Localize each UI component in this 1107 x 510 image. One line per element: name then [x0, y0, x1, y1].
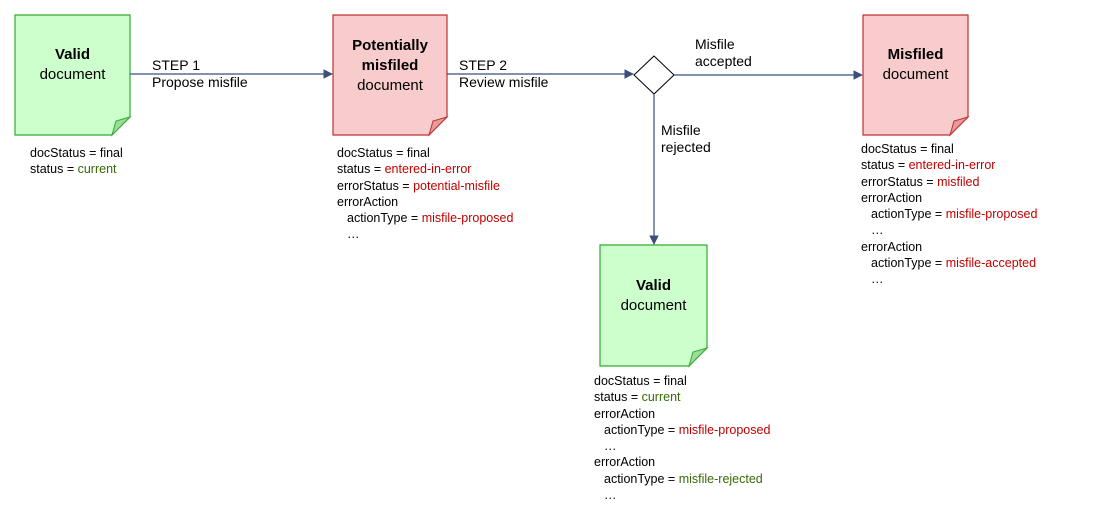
attr-value: misfile-rejected: [678, 471, 763, 486]
attr-value: current: [641, 390, 681, 405]
valid-end-title: Valid document: [600, 276, 707, 316]
attr-value: misfile-proposed: [678, 422, 771, 437]
attr-line: actionType = misfile-proposed: [594, 422, 770, 438]
attr-key: errorStatus =: [337, 178, 414, 193]
attr-value: potential-misfile: [413, 178, 500, 193]
valid-end-document-fold: [687, 346, 709, 368]
attr-line: status = current: [594, 389, 770, 405]
attr-value: final: [99, 146, 123, 160]
accepted-label-1: Misfile: [695, 36, 735, 52]
attr-ellipsis: …: [871, 272, 884, 287]
valid-end-title-rest: document: [620, 297, 687, 314]
attr-key: docStatus =: [337, 146, 407, 160]
attr-key: actionType =: [604, 422, 679, 437]
attr-ellipsis: …: [347, 227, 360, 242]
attr-key: status =: [337, 162, 385, 177]
attr-value: misfile-accepted: [945, 256, 1037, 271]
attr-value: entered-in-error: [908, 158, 996, 173]
potential-document-fold: [427, 115, 449, 137]
attr-line: errorAction: [594, 455, 656, 470]
misfiled-title-bold: Misfiled: [887, 46, 944, 63]
rejected-label: Misfile rejected: [661, 122, 711, 156]
attr-ellipsis: …: [604, 439, 617, 454]
attr-value: misfile-proposed: [421, 211, 514, 226]
step2-label-1: STEP 2: [459, 57, 507, 73]
attr-key: actionType =: [871, 207, 946, 222]
attr-line: errorAction: [861, 239, 923, 254]
rejected-label-1: Misfile: [661, 122, 701, 138]
step2-label: STEP 2 Review misfile: [459, 57, 548, 91]
step2-label-2: Review misfile: [459, 74, 549, 90]
misfiled-attributes: docStatus = final status = entered-in-er…: [861, 141, 1037, 288]
valid-start-title-bold: Valid: [54, 46, 91, 63]
attr-line: errorStatus = potential-misfile: [337, 178, 513, 194]
attr-key: docStatus =: [594, 374, 664, 388]
attr-key: docStatus =: [30, 146, 100, 160]
attr-line: docStatus = final: [30, 145, 123, 161]
attr-line: actionType = misfile-proposed: [337, 210, 513, 226]
potential-title-bold-2: misfiled: [361, 57, 419, 74]
attr-value: final: [406, 146, 430, 160]
potential-attributes: docStatus = final status = entered-in-er…: [337, 145, 513, 243]
attr-key: errorStatus =: [861, 174, 938, 189]
valid-start-title-rest: document: [39, 66, 106, 83]
rejected-label-2: rejected: [661, 139, 711, 155]
attr-line: errorStatus = misfiled: [861, 174, 1037, 190]
attr-line: docStatus = final: [337, 145, 513, 161]
potential-title-rest: document: [357, 77, 423, 94]
attr-key: status =: [861, 158, 909, 173]
step1-label: STEP 1 Propose misfile: [152, 57, 248, 91]
valid-start-title: Valid document: [15, 45, 130, 85]
step1-label-1: STEP 1: [152, 57, 200, 73]
attr-line: errorAction: [337, 194, 399, 209]
attr-value: entered-in-error: [384, 162, 472, 177]
attr-key: status =: [30, 162, 78, 177]
misfiled-title: Misfiled document: [863, 45, 968, 85]
review-decision-diamond: [633, 55, 675, 95]
valid-end-title-bold: Valid: [635, 277, 672, 294]
valid-start-attributes: docStatus = final status = current: [30, 145, 123, 178]
attr-line: actionType = misfile-proposed: [861, 206, 1037, 222]
attr-ellipsis: …: [871, 223, 884, 238]
potential-title: Potentially misfiled document: [333, 36, 447, 96]
attr-value: misfile-proposed: [945, 207, 1038, 222]
attr-line: errorAction: [594, 406, 656, 421]
attr-key: actionType =: [604, 471, 679, 486]
attr-value: current: [77, 162, 117, 177]
attr-key: actionType =: [347, 211, 422, 226]
attr-line: status = entered-in-error: [337, 161, 513, 177]
attr-line: docStatus = final: [861, 141, 1037, 157]
valid-end-attributes: docStatus = final status = current error…: [594, 373, 770, 503]
attr-line: status = current: [30, 161, 123, 177]
misfiled-document-fold: [948, 115, 970, 137]
attr-key: status =: [594, 390, 642, 405]
valid-start-document-fold: [110, 115, 132, 137]
attr-line: docStatus = final: [594, 373, 770, 389]
accepted-label-2: accepted: [695, 53, 752, 69]
step1-label-2: Propose misfile: [152, 74, 248, 90]
accepted-label: Misfile accepted: [695, 36, 752, 70]
misfiled-title-rest: document: [882, 66, 949, 83]
attr-key: actionType =: [871, 256, 946, 271]
attr-value: misfiled: [937, 174, 980, 189]
potential-title-bold-1: Potentially: [352, 37, 428, 54]
attr-value: final: [663, 374, 687, 388]
attr-line: status = entered-in-error: [861, 157, 1037, 173]
attr-value: final: [930, 142, 954, 156]
attr-line: actionType = misfile-accepted: [861, 255, 1037, 271]
attr-line: actionType = misfile-rejected: [594, 471, 770, 487]
attr-line: errorAction: [861, 190, 923, 205]
attr-key: docStatus =: [861, 142, 931, 156]
attr-ellipsis: …: [604, 488, 617, 503]
